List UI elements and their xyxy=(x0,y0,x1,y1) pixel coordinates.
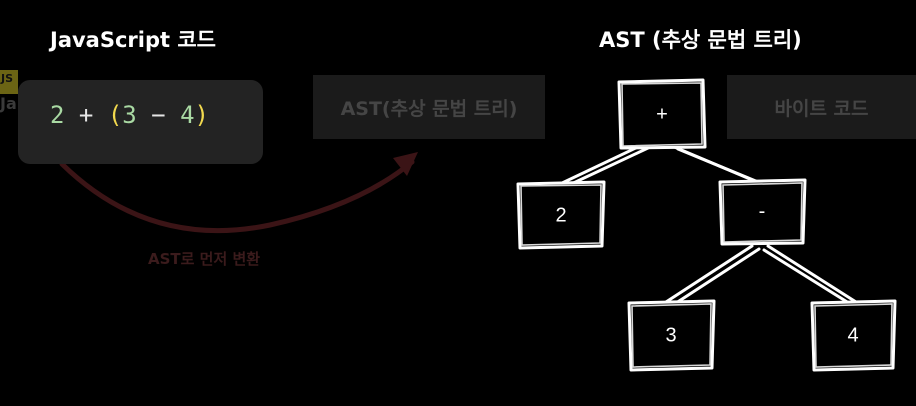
edge-minus-to-3-b xyxy=(671,247,761,307)
edge-minus-to-3 xyxy=(664,244,754,304)
code-token-close-paren: ) xyxy=(194,101,209,129)
tree-node-minus-label: - xyxy=(758,200,766,223)
faded-ast-box: AST(추상 문법 트리) xyxy=(313,75,545,139)
js-logo-badge: JS xyxy=(0,70,18,94)
edge-root-to-minus-b xyxy=(676,147,765,186)
faded-ast-box-label: AST(추상 문법 트리) xyxy=(340,97,518,120)
code-token-2: 2 xyxy=(50,101,65,129)
node-box-2-sketch xyxy=(520,184,602,246)
edge-root-to-2-b xyxy=(565,146,650,188)
code-token-minus: − xyxy=(151,101,166,129)
edge-minus-to-4-b xyxy=(762,248,854,307)
code-token-4: 4 xyxy=(180,101,195,129)
node-box-4-sketch xyxy=(814,303,893,368)
ast-title: AST (추상 문법 트리) xyxy=(599,28,802,52)
node-box-minus-sketch xyxy=(722,182,803,243)
code-token-plus: + xyxy=(78,101,94,129)
edge-root-to-2 xyxy=(558,144,642,186)
node-box-root-sketch xyxy=(621,82,703,147)
tree-node-root-label: + xyxy=(656,103,668,126)
code-token-3: 3 xyxy=(122,101,137,129)
node-box-3-sketch xyxy=(631,303,712,368)
tree-node-3-label: 3 xyxy=(665,324,677,347)
faded-bytecode-box: 바이트 코드 xyxy=(727,75,916,139)
code-card: 2 + (3 − 4) xyxy=(18,80,263,164)
faded-arrow-curve xyxy=(59,159,415,234)
faded-arrow-head xyxy=(393,152,418,176)
code-token-open-paren: ( xyxy=(107,101,123,129)
faded-arrow-caption: AST로 먼저 변환 xyxy=(148,250,261,268)
javascript-code-title: JavaScript 코드 xyxy=(50,28,216,52)
node-box-2 xyxy=(516,180,606,250)
tree-node-2-label: 2 xyxy=(555,204,567,227)
node-box-4 xyxy=(810,299,897,372)
node-box-3 xyxy=(627,299,716,372)
tree-node-4-label: 4 xyxy=(847,324,859,347)
node-box-minus xyxy=(718,178,807,246)
edge-minus-to-4 xyxy=(766,244,858,304)
node-box-root xyxy=(617,78,707,150)
faded-js-label: Ja xyxy=(0,94,17,113)
faded-bytecode-box-label: 바이트 코드 xyxy=(774,97,869,120)
